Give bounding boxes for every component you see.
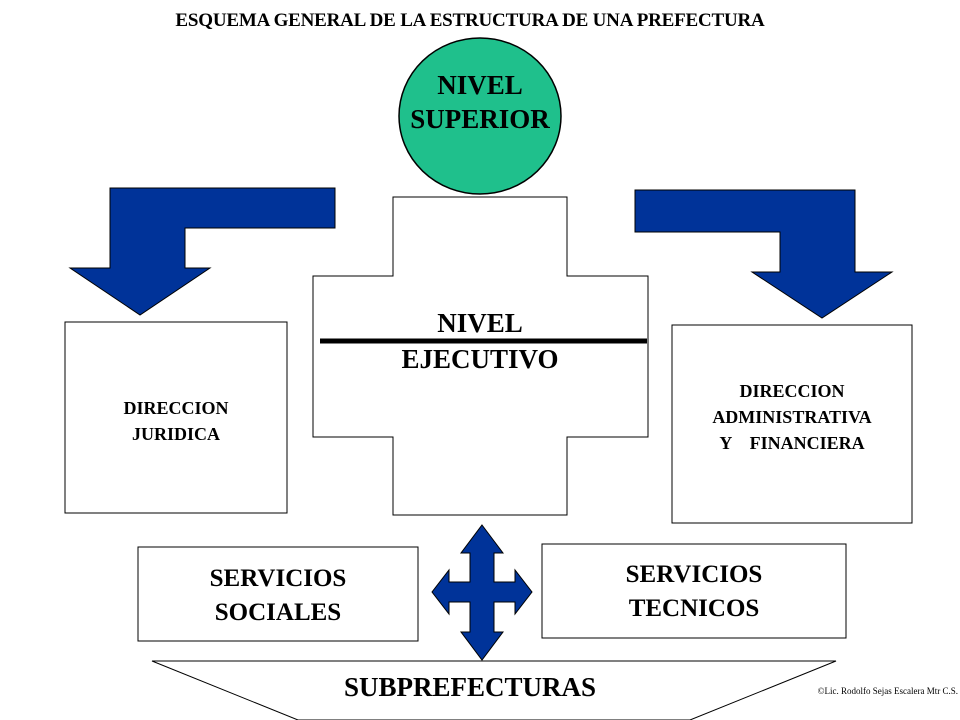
servicios-sociales-box bbox=[137, 546, 419, 642]
direccion-administrativa-line-2: ADMINISTRATIVA bbox=[712, 407, 872, 427]
direccion-juridica-line-1: DIRECCION bbox=[123, 398, 229, 418]
direccion-juridica-line-2: JURIDICA bbox=[131, 424, 220, 444]
direccion-juridica-box bbox=[64, 321, 288, 514]
nivel-ejecutivo-line-1: NIVEL bbox=[437, 308, 523, 338]
servicios-sociales-line-2: SOCIALES bbox=[214, 599, 342, 626]
credit-text: ©Lic. Rodolfo Sejas Escalera Mtr C.S. bbox=[817, 686, 958, 696]
direccion-administrativa-label: DIRECCION ADMINISTRATIVA Y FINANCIERA bbox=[672, 378, 912, 456]
direccion-juridica-label: DIRECCION JURIDICA bbox=[65, 395, 287, 447]
nivel-ejecutivo-cross bbox=[312, 196, 649, 516]
nivel-superior-circle bbox=[398, 37, 562, 195]
nivel-superior-label: NIVEL SUPERIOR bbox=[395, 68, 565, 136]
nivel-ejecutivo-label: NIVEL EJECUTIVO bbox=[370, 305, 590, 377]
left-bent-arrow-icon bbox=[68, 187, 336, 316]
nivel-superior-line-1: NIVEL bbox=[437, 70, 523, 100]
direccion-administrativa-line-3: Y FINANCIERA bbox=[719, 433, 865, 453]
servicios-sociales-label: SERVICIOS SOCIALES bbox=[138, 562, 418, 630]
right-bent-arrow-icon bbox=[634, 189, 894, 319]
servicios-tecnicos-line-2: TECNICOS bbox=[628, 595, 760, 622]
subprefecturas-label: SUBPREFECTURAS bbox=[343, 672, 597, 702]
nivel-ejecutivo-line-2: EJECUTIVO bbox=[401, 344, 559, 374]
servicios-tecnicos-box bbox=[541, 543, 847, 639]
servicios-sociales-line-1: SERVICIOS bbox=[209, 565, 347, 592]
page-title: ESQUEMA GENERAL DE LA ESTRUCTURA DE UNA … bbox=[175, 10, 765, 31]
direccion-administrativa-box bbox=[671, 324, 913, 524]
servicios-tecnicos-label: SERVICIOS TECNICOS bbox=[542, 558, 846, 626]
subprefecturas-chevron bbox=[151, 660, 837, 720]
direccion-administrativa-line-1: DIRECCION bbox=[739, 381, 845, 401]
four-way-arrow-icon bbox=[431, 524, 533, 661]
servicios-tecnicos-line-1: SERVICIOS bbox=[625, 561, 763, 588]
nivel-superior-line-2: SUPERIOR bbox=[410, 104, 550, 134]
